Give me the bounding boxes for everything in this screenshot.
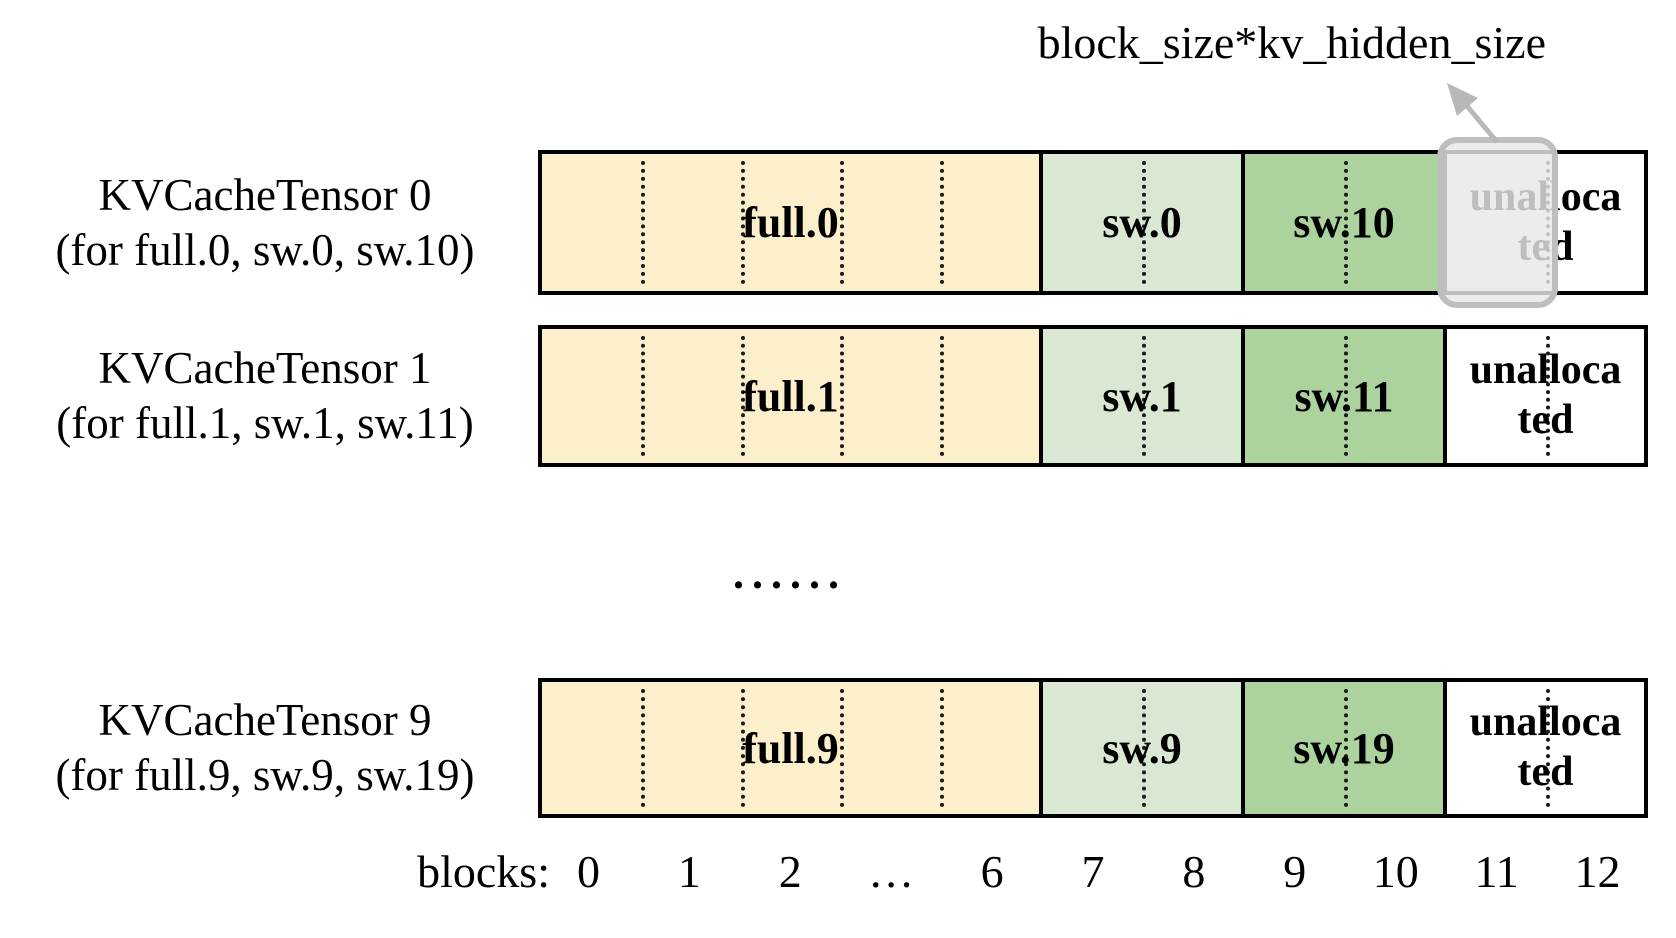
block-divider bbox=[1545, 689, 1550, 807]
block-divider bbox=[641, 161, 646, 284]
block-divider bbox=[1142, 689, 1146, 807]
segment-label: sw.0 bbox=[1102, 198, 1182, 247]
block-divider bbox=[1344, 689, 1348, 807]
axis-tick: 0 bbox=[576, 846, 600, 897]
segment-full-0: full.0 bbox=[538, 150, 1043, 295]
kv-cache-bar-1: full.1 sw.1 sw.11 unalloca ted bbox=[538, 325, 1648, 467]
segment-label: unalloca ted bbox=[1469, 347, 1622, 443]
row-label-tensor-9: KVCacheTensor 9 (for full.9, sw.9, sw.19… bbox=[30, 678, 500, 818]
segment-sw-10: sw.10 bbox=[1241, 150, 1447, 295]
segment-label: sw.10 bbox=[1293, 198, 1395, 247]
block-divider bbox=[1344, 161, 1348, 284]
axis-tick: 10 bbox=[1372, 846, 1419, 897]
row-label-tensor-0: KVCacheTensor 0 (for full.0, sw.0, sw.10… bbox=[30, 150, 500, 295]
block-divider bbox=[740, 336, 745, 456]
axis-tick: 2 bbox=[778, 846, 802, 897]
block-divider bbox=[939, 161, 944, 284]
block-size-annotation: block_size*kv_hidden_size bbox=[1037, 17, 1546, 68]
segment-label: full.1 bbox=[742, 371, 839, 421]
block-divider bbox=[641, 336, 646, 456]
tensor-0-name: KVCacheTensor 0 bbox=[98, 169, 432, 220]
segment-full-9: full.9 bbox=[538, 678, 1043, 818]
segment-label: full.9 bbox=[742, 723, 839, 773]
block-divider bbox=[939, 689, 944, 807]
axis-tick: 8 bbox=[1182, 846, 1206, 897]
segment-sw-1: sw.1 bbox=[1039, 325, 1245, 467]
axis-tick: 11 bbox=[1474, 846, 1519, 897]
tensor-9-subtitle: (for full.9, sw.9, sw.19) bbox=[55, 750, 475, 800]
segment-label: sw.19 bbox=[1293, 723, 1395, 773]
tensor-1-name: KVCacheTensor 1 bbox=[98, 343, 432, 394]
segment-sw-0: sw.0 bbox=[1039, 150, 1245, 295]
kv-cache-bar-9: full.9 sw.9 sw.19 unalloca ted bbox=[538, 678, 1648, 818]
axis-tick: 12 bbox=[1574, 846, 1621, 897]
segment-label: full.0 bbox=[742, 198, 839, 247]
segment-sw-11: sw.11 bbox=[1241, 325, 1447, 467]
block-divider bbox=[740, 161, 745, 284]
segment-label: unalloca ted bbox=[1469, 699, 1622, 795]
axis-tick: 7 bbox=[1081, 846, 1105, 897]
block-divider bbox=[1344, 336, 1348, 456]
segment-label: sw.1 bbox=[1102, 371, 1182, 421]
block-highlight-box bbox=[1437, 137, 1558, 308]
segment-label: sw.11 bbox=[1294, 371, 1394, 421]
block-divider bbox=[1545, 336, 1550, 456]
segment-sw-19: sw.19 bbox=[1241, 678, 1447, 818]
block-divider bbox=[1142, 336, 1146, 456]
segment-unallocated-1: unalloca ted bbox=[1443, 325, 1648, 467]
block-divider bbox=[1142, 161, 1146, 284]
block-divider bbox=[740, 689, 745, 807]
axis-tick: 9 bbox=[1283, 846, 1307, 897]
block-divider bbox=[840, 336, 845, 456]
segment-sw-9: sw.9 bbox=[1039, 678, 1245, 818]
row-label-tensor-1: KVCacheTensor 1 (for full.1, sw.1, sw.11… bbox=[30, 325, 500, 467]
block-divider bbox=[939, 336, 944, 456]
tensor-9-name: KVCacheTensor 9 bbox=[98, 695, 432, 746]
segment-label: sw.9 bbox=[1102, 723, 1182, 773]
block-divider bbox=[840, 161, 845, 284]
blocks-axis: 0 1 2 … 6 7 8 9 10 11 12 bbox=[538, 845, 1648, 898]
tensor-0-subtitle: (for full.0, sw.0, sw.10) bbox=[55, 224, 475, 275]
blocks-axis-label: blocks: bbox=[417, 846, 550, 897]
segment-unallocated-9: unalloca ted bbox=[1443, 678, 1648, 818]
block-divider bbox=[840, 689, 845, 807]
axis-tick: … bbox=[868, 846, 915, 897]
axis-tick: 6 bbox=[980, 846, 1004, 897]
tensor-1-subtitle: (for full.1, sw.1, sw.11) bbox=[56, 398, 474, 448]
segment-full-1: full.1 bbox=[538, 325, 1043, 467]
rows-ellipsis: ...... bbox=[733, 549, 847, 598]
axis-tick: 1 bbox=[677, 846, 701, 897]
block-divider bbox=[641, 689, 646, 807]
